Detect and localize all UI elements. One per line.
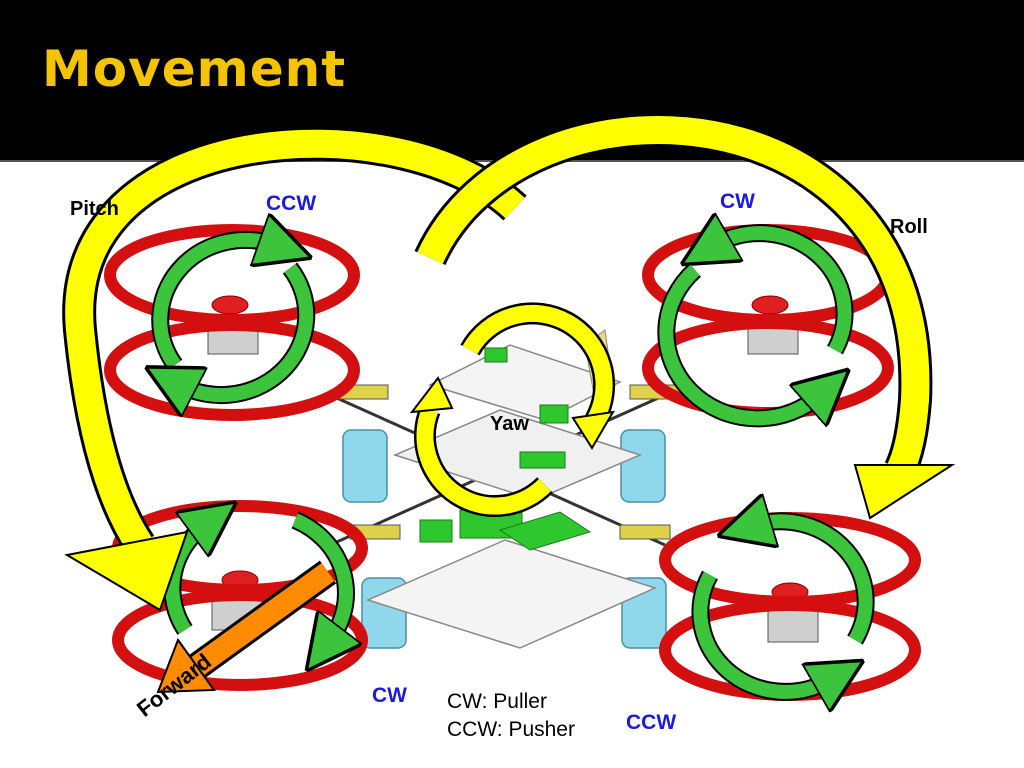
rotation-arrow-bottom-right [691, 521, 875, 692]
yaw-label: Yaw [490, 413, 529, 435]
slide-title: Movement [42, 40, 347, 98]
rotation-arrow-top-left [160, 240, 306, 395]
forward-arrow [156, 560, 337, 694]
legend-cw: CW: Puller [447, 690, 547, 713]
propeller-legend: CW: Puller CCW: Pusher [447, 688, 575, 744]
rotor-bottom-left-direction: CW [372, 684, 407, 707]
rotor-bottom-right-direction: CCW [626, 711, 677, 734]
rotation-arrows [160, 233, 875, 692]
rotor-top-right-direction: CW [720, 190, 755, 213]
yaw-arrow [409, 302, 616, 518]
roll-arrow [414, 112, 956, 520]
battery-cylinders [342, 429, 667, 649]
rotor-top-left-direction: CCW [266, 192, 317, 215]
rotation-arrow-top-right [657, 233, 854, 428]
pitch-label: Pitch [70, 198, 119, 220]
rotation-arrow-bottom-left [163, 520, 346, 640]
legend-ccw: CCW: Pusher [447, 718, 575, 741]
pitch-arrow [62, 126, 527, 612]
roll-label: Roll [890, 216, 928, 238]
rotor-ring-top-left [104, 224, 360, 421]
center-frame [365, 329, 658, 649]
title-bar [0, 0, 1024, 160]
